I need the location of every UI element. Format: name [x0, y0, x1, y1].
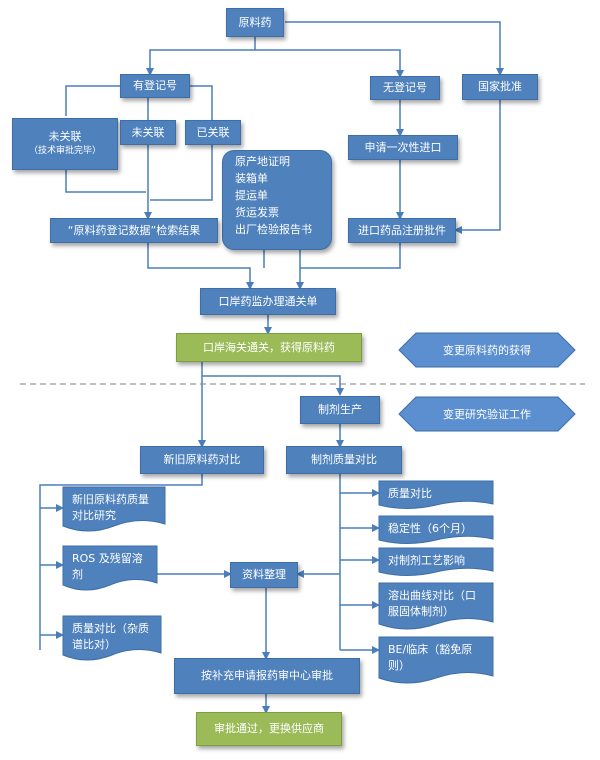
- stability-doc: 稳定性（6个月）: [378, 515, 494, 545]
- doc-inspection-report: 出厂检验报告书: [235, 223, 312, 236]
- change-supply-label: 变更原料药的获得: [443, 344, 531, 357]
- old-new-compare-box: 新旧原料药对比: [140, 446, 264, 474]
- approved-box: 审批通过，更换供应商: [196, 712, 342, 746]
- dissolution-doc: 溶出曲线对比（口服固体制剂）: [378, 582, 494, 630]
- connector-result-to-port: [147, 243, 254, 290]
- connector-license-to-port: [296, 243, 401, 290]
- impurity-compare-doc: 质量对比（杂质谱比对）: [62, 615, 162, 661]
- process-impact-label: 对制剂工艺影响: [388, 554, 465, 567]
- impurity-compare-label: 质量对比（杂质谱比对）: [72, 622, 149, 651]
- submit-review-box: 按补充申请报药审中心审批: [174, 658, 360, 694]
- change-research-hexagon: 变更研究验证工作: [398, 396, 576, 432]
- doc-origin-certificate: 原产地证明: [235, 155, 290, 168]
- linked-box: 已关联: [185, 120, 241, 145]
- quality-study-doc: 新旧原料药质量对比研究: [62, 486, 166, 532]
- port-clearance-box: 口岸药监办理通关单: [200, 288, 336, 315]
- unlinked-reviewed-box: 未关联 （技术审批完毕）: [12, 118, 118, 170]
- connector-raw-to-registered: [146, 37, 256, 76]
- doc-freight-invoice: 货运发票: [235, 206, 279, 219]
- unlinked-reviewed-label: 未关联: [48, 130, 82, 143]
- doc-packing-list: 装箱单: [235, 172, 268, 185]
- be-clinical-label: BE/临床（豁免原则）: [388, 643, 473, 672]
- formulation-quality-box: 制剂质量对比: [286, 446, 402, 474]
- data-compile-box: 资料整理: [230, 562, 298, 588]
- change-research-label: 变更研究验证工作: [443, 408, 531, 421]
- search-result-box: “原料药登记数据”检索结果: [50, 218, 218, 243]
- connector-raw-to-unregistered: [255, 49, 404, 78]
- national-approval-box: 国家批准: [462, 74, 538, 100]
- change-supply-hexagon: 变更原料药的获得: [398, 332, 576, 368]
- import-license-box: 进口药品注册批件: [348, 218, 456, 243]
- quality-compare-doc: 质量对比: [378, 480, 494, 510]
- one-time-import-box: 申请一次性进口: [348, 135, 458, 160]
- connector-raw-to-national: [285, 21, 504, 76]
- unregistered-box: 无登记号: [370, 76, 440, 100]
- formulation-production-box: 制剂生产: [300, 396, 380, 424]
- unlinked-reviewed-note: （技术审批完毕）: [28, 146, 101, 156]
- unlinked-box: 未关联: [120, 120, 176, 145]
- quality-study-label: 新旧原料药质量对比研究: [72, 493, 149, 522]
- connector-linked-to-result: [150, 145, 213, 201]
- ros-solvent-label: ROS 及残留溶剂: [72, 552, 143, 581]
- dissolution-label: 溶出曲线对比（口服固体制剂）: [388, 589, 476, 618]
- quality-compare-label: 质量对比: [388, 487, 432, 500]
- registered-box: 有登记号: [120, 74, 190, 98]
- ros-solvent-doc: ROS 及残留溶剂: [62, 545, 158, 591]
- be-clinical-doc: BE/临床（豁免原则）: [378, 636, 494, 684]
- stability-label: 稳定性（6个月）: [388, 522, 472, 535]
- process-impact-doc: 对制剂工艺影响: [378, 547, 494, 577]
- customs-obtain-box: 口岸海关通关，获得原料药: [176, 333, 362, 362]
- connector-customs-to-production: [202, 375, 344, 396]
- raw-material-box: 原料药: [226, 8, 284, 37]
- connector-national-to-license: [454, 98, 501, 234]
- documents-box: 原产地证明 装箱单 提运单 货运发票 出厂检验报告书: [222, 150, 332, 250]
- doc-bill-of-lading: 提运单: [235, 189, 268, 202]
- connector-unlinked-reviewed-to-result: [65, 170, 146, 193]
- connector-oldnew-left-bus: [39, 474, 203, 650]
